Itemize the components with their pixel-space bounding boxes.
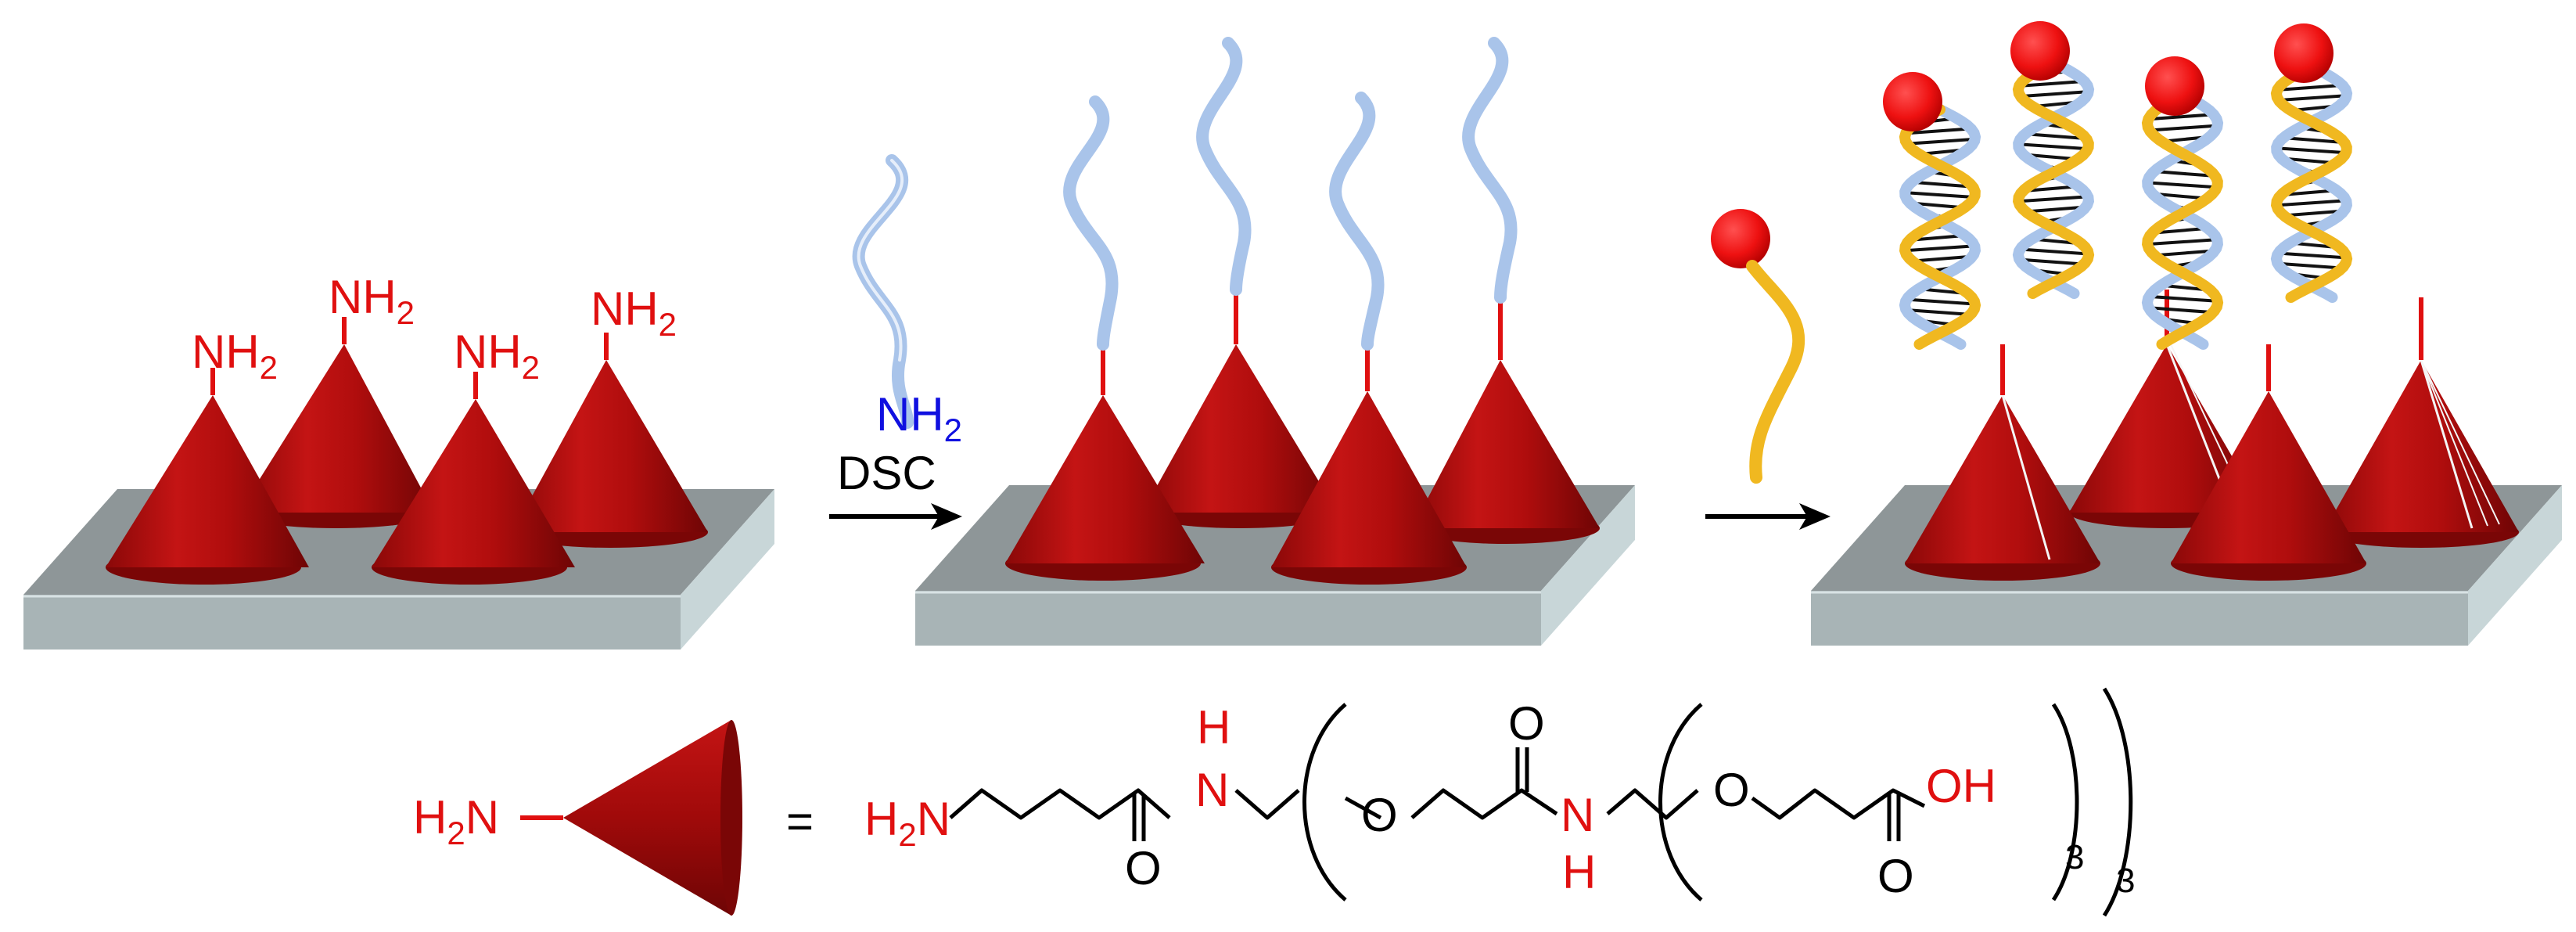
- base-pair: [2279, 261, 2344, 270]
- cone-2d: [1271, 344, 1467, 585]
- slab-1-side: [681, 489, 774, 650]
- legend-h2n-label: H2N: [413, 791, 499, 851]
- formula-subscript-inner: 3: [2065, 838, 2084, 876]
- formula-subscript-outer: 3: [2116, 862, 2135, 900]
- helix-4: [2270, 61, 2353, 303]
- equals-sign: =: [786, 795, 814, 847]
- dna-nh2-label: NH2: [876, 388, 962, 448]
- base-pair: [1906, 127, 1974, 135]
- panel-2-dna-surface: [915, 37, 1635, 646]
- slab-1-front: [23, 595, 681, 650]
- complementary-strand: [1746, 260, 1805, 484]
- cone-3c: [1905, 344, 2100, 581]
- base-pair: [2018, 247, 2089, 256]
- label-dot-3a: [1883, 72, 1942, 131]
- label-dot-3d: [2274, 23, 2333, 83]
- nh2-label-3: NH2: [454, 326, 540, 386]
- formula-acid-oh: OH: [1926, 760, 1996, 812]
- base-pair: [1906, 137, 1974, 146]
- cone-2b: [1412, 297, 1600, 544]
- formula-amide2-o: O: [1508, 697, 1545, 750]
- base-pair: [1905, 297, 1975, 306]
- dna-strands-panel-2: [1063, 37, 1518, 351]
- dsc-label: DSC: [837, 447, 936, 499]
- cone-1a: [239, 317, 434, 528]
- nh2-label-2: NH2: [329, 271, 415, 331]
- base-pair: [2277, 94, 2346, 103]
- panel-1-amine-surface: NH2 NH2 NH2 NH2: [23, 271, 774, 650]
- formula-brackets: [1302, 687, 2133, 917]
- cone-1b: [512, 333, 708, 548]
- formula-amide1-n: N: [1195, 764, 1229, 816]
- label-dot-3b: [2010, 21, 2070, 81]
- blue-strand: [2141, 88, 2224, 350]
- legend-cone-definition: H2N =: [413, 720, 814, 916]
- base-pair: [2149, 113, 2216, 121]
- cone-3d: [2171, 344, 2366, 581]
- gold-strand: [2270, 61, 2353, 303]
- step-1-reagents: NH2 DSC: [829, 154, 962, 530]
- label-dot-3c: [2145, 56, 2204, 116]
- cone-1d: [372, 372, 575, 585]
- formula-amide1-h: H: [1197, 701, 1231, 754]
- formula-ether1-o: O: [1361, 789, 1398, 841]
- base-pair: [1905, 191, 1975, 200]
- base-pair: [2018, 142, 2089, 151]
- blue-strand: [2270, 61, 2353, 303]
- blue-strand: [2012, 57, 2095, 299]
- blue-strand: [1899, 104, 1981, 350]
- duplex-helices: [1899, 57, 2353, 350]
- label-dots-panel-3: [1883, 21, 2333, 131]
- nh2-label-1: NH2: [192, 326, 278, 386]
- base-pair: [2276, 251, 2347, 260]
- base-pair: [2276, 146, 2347, 155]
- base-pair: [2021, 257, 2086, 266]
- formula-amide2-h: H: [1562, 846, 1596, 898]
- base-pair: [2276, 199, 2348, 207]
- panel-3-hybridized-surface: [1811, 21, 2562, 646]
- formula-bonds: [949, 747, 1926, 841]
- cone-3b: [2323, 297, 2519, 548]
- base-pair: [2147, 294, 2218, 303]
- amino-dna-strand: [852, 154, 914, 429]
- helix-2: [2012, 57, 2095, 299]
- legend-cone: [563, 720, 742, 916]
- reaction-arrow-1: [829, 503, 962, 530]
- base-pair: [2150, 306, 2215, 315]
- formula-acid-o: O: [1877, 850, 1914, 902]
- reaction-arrow-2: [1705, 503, 1831, 530]
- formula-amide1-o: O: [1125, 842, 1162, 894]
- nh2-label-4: NH2: [591, 282, 677, 343]
- base-pair: [2148, 124, 2217, 132]
- label-dot: [1711, 209, 1770, 268]
- base-pair: [2147, 181, 2218, 189]
- cone-2a: [1142, 290, 1338, 528]
- cone-1c: [106, 368, 309, 585]
- linker-structure: H2N N H O O O N H O O OH 3 3: [864, 687, 2135, 917]
- formula-ether2-o: O: [1713, 764, 1750, 816]
- base-pair: [2147, 238, 2219, 246]
- helix-1: [1899, 104, 1981, 350]
- gold-strand: [1899, 104, 1981, 350]
- base-pair: [2017, 195, 2089, 203]
- cone-2c: [1005, 344, 1205, 581]
- formula-h2n: H2N: [864, 793, 950, 853]
- base-pair: [1904, 244, 1976, 253]
- gold-strand: [2141, 88, 2224, 350]
- step-2-reagents: [1705, 209, 1831, 530]
- helix-3: [2141, 88, 2224, 350]
- gold-strand: [2012, 57, 2095, 299]
- base-pair: [1907, 308, 1973, 317]
- formula-amide2-n: N: [1561, 789, 1594, 841]
- base-pair: [2020, 79, 2087, 88]
- base-pair: [2019, 90, 2088, 99]
- base-pair: [2278, 83, 2345, 92]
